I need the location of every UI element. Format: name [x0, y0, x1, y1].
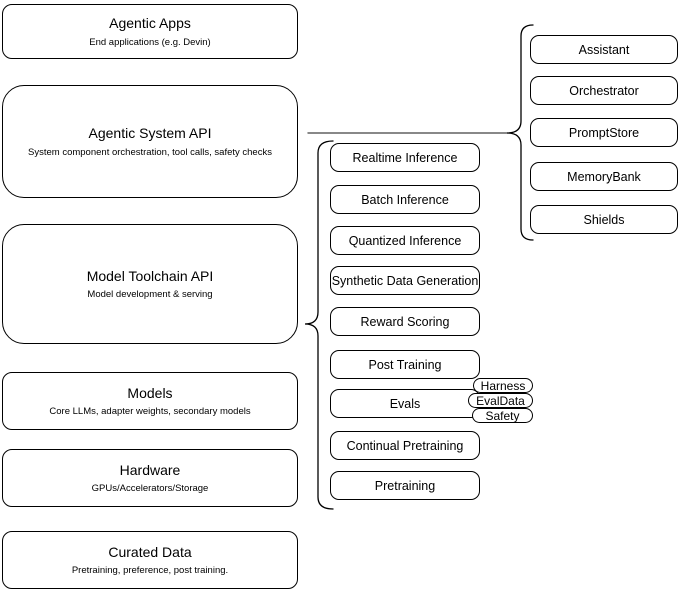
- components-group-bracket: [506, 24, 534, 241]
- node-subtitle: End applications (e.g. Devin): [89, 36, 211, 48]
- component-promptstore: PromptStore: [530, 118, 678, 147]
- node-title: Agentic System API: [88, 125, 212, 142]
- node-agentic-apps: Agentic Apps End applications (e.g. Devi…: [2, 4, 298, 59]
- toolchain-item-synthetic-data-generation: Synthetic Data Generation: [330, 266, 480, 295]
- component-orchestrator: Orchestrator: [530, 76, 678, 105]
- node-subtitle: Model development & serving: [87, 289, 213, 301]
- node-title: Model Toolchain API: [86, 267, 214, 284]
- toolchain-item-continual-pretraining: Continual Pretraining: [330, 431, 480, 460]
- toolchain-item-post-training: Post Training: [330, 350, 480, 379]
- eval-tag-safety: Safety: [472, 408, 533, 423]
- node-subtitle: Pretraining, preference, post training.: [71, 565, 229, 577]
- component-shields: Shields: [530, 205, 678, 234]
- component-assistant: Assistant: [530, 35, 678, 64]
- node-model-toolchain-api: Model Toolchain API Model development & …: [2, 224, 298, 344]
- node-title: Hardware: [119, 461, 181, 478]
- node-hardware: Hardware GPUs/Accelerators/Storage: [2, 449, 298, 507]
- toolchain-item-realtime-inference: Realtime Inference: [330, 143, 480, 172]
- node-curated-data: Curated Data Pretraining, preference, po…: [2, 531, 298, 589]
- toolchain-item-reward-scoring: Reward Scoring: [330, 307, 480, 336]
- toolchain-item-evals: Evals: [330, 389, 480, 418]
- node-subtitle: System component orchestration, tool cal…: [28, 146, 272, 158]
- node-subtitle: Core LLMs, adapter weights, secondary mo…: [49, 406, 251, 418]
- node-title: Models: [127, 384, 173, 401]
- node-agentic-system-api: Agentic System API System component orch…: [2, 85, 298, 198]
- eval-tag-evaldata: EvalData: [468, 393, 533, 408]
- node-title: Agentic Apps: [109, 15, 191, 32]
- toolchain-item-pretraining: Pretraining: [330, 471, 480, 500]
- toolchain-item-batch-inference: Batch Inference: [330, 185, 480, 214]
- toolchain-item-quantized-inference: Quantized Inference: [330, 226, 480, 255]
- eval-tag-harness: Harness: [473, 378, 533, 393]
- node-title: Curated Data: [108, 543, 192, 560]
- node-models: Models Core LLMs, adapter weights, secon…: [2, 372, 298, 430]
- component-memorybank: MemoryBank: [530, 162, 678, 191]
- toolchain-group-bracket: [304, 140, 334, 510]
- node-subtitle: GPUs/Accelerators/Storage: [91, 483, 209, 495]
